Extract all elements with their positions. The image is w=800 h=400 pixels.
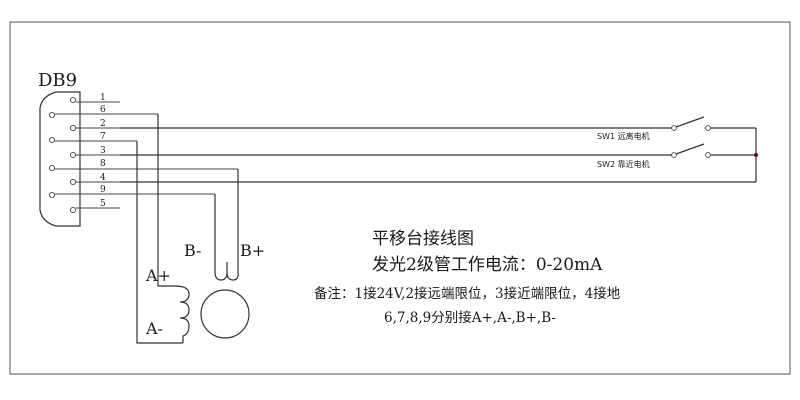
db9-pin-3 <box>69 151 77 159</box>
pin-number-label: 4 <box>100 173 106 183</box>
remark-line-2: 6,7,8,9分别接A+,A-,B+,B- <box>384 309 556 326</box>
motor-wires <box>136 114 239 344</box>
a-minus-label: A- <box>145 319 163 338</box>
pin-number-label: 2 <box>100 119 106 129</box>
db9-pin-7 <box>48 136 56 144</box>
sw2-label: SW2 靠近电机 <box>597 159 650 169</box>
sw1-contact-left <box>671 125 677 131</box>
pin-number-label: 8 <box>100 159 106 169</box>
sw2-switch <box>671 143 756 158</box>
pin-number-label: 3 <box>100 146 106 156</box>
db9-pin-4 <box>69 178 77 186</box>
db9-pin-8 <box>48 164 56 172</box>
pin-number-label: 7 <box>100 132 106 142</box>
a-phase-coil <box>174 285 190 343</box>
db9-pin-9 <box>48 191 56 199</box>
sw2-blade <box>675 143 705 155</box>
b-minus-label: B- <box>184 241 201 260</box>
pin-number-label: 6 <box>100 105 106 115</box>
junction-dot <box>753 152 759 158</box>
sw2-contact-right <box>705 152 711 158</box>
sw2-contact-left <box>671 152 677 158</box>
b-phase-coil <box>214 262 239 281</box>
sw1-switch <box>671 116 756 131</box>
sw1-blade <box>675 116 705 128</box>
led-current-note: 发光2级管工作电流：0-20mA <box>372 255 603 275</box>
pin-number-label: 5 <box>100 199 106 209</box>
db9-pin-5 <box>69 206 77 214</box>
db9-pin-6 <box>48 111 56 119</box>
remark-line-1: 备注：1接24V,2接远端限位，3接近端限位，4接地 <box>314 285 621 302</box>
a-plus-label: A+ <box>145 266 171 285</box>
db9-pin-1 <box>69 96 77 104</box>
sw1-label: SW1 远离电机 <box>597 131 650 141</box>
db9-label: DB9 <box>38 70 77 91</box>
switch-wires <box>120 127 756 183</box>
db9-pin-2 <box>69 124 77 132</box>
wire-pin6-a-plus <box>157 114 175 287</box>
pin-leads <box>55 101 238 209</box>
b-plus-label: B+ <box>240 241 265 260</box>
motor-rotor-circle <box>200 289 250 339</box>
pin-number-labels: 1 6 2 7 3 8 4 9 5 <box>100 93 106 209</box>
pin-number-label: 1 <box>100 93 106 103</box>
diagram-title: 平移台接线图 <box>372 229 474 249</box>
db9-connector-outline <box>39 91 81 227</box>
db9-pins <box>48 96 77 214</box>
wire-pin7-a-minus <box>136 141 183 344</box>
pin-number-label: 9 <box>100 185 106 195</box>
sw1-contact-right <box>705 125 711 131</box>
drawing-frame <box>9 21 791 375</box>
